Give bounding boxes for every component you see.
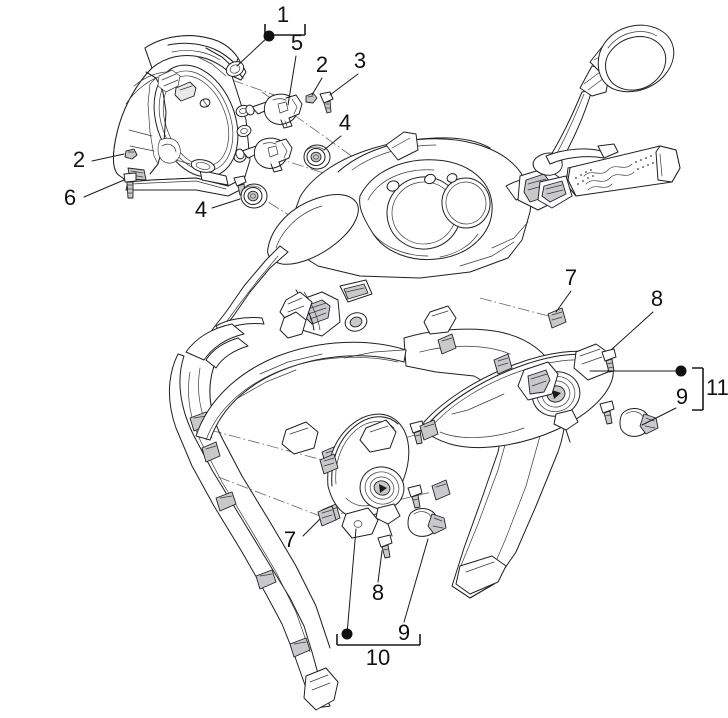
body-linkage bbox=[237, 289, 457, 501]
part-5-bulb-upper bbox=[245, 93, 303, 129]
part-8-screw-left-mid bbox=[407, 484, 423, 509]
headlight-housing bbox=[112, 35, 252, 197]
callout-1: 1 bbox=[277, 2, 289, 27]
leader-lines bbox=[83, 35, 682, 635]
left-turn-indicator bbox=[317, 413, 447, 559]
part-7-clip-left-upper bbox=[319, 453, 339, 475]
part-9-bulb-left bbox=[407, 508, 447, 537]
callout-9b: 9 bbox=[398, 620, 410, 645]
callout-2b: 2 bbox=[73, 147, 85, 172]
left-shield-strip bbox=[168, 323, 339, 711]
part-3-screw bbox=[319, 91, 334, 114]
group-brackets bbox=[263, 24, 704, 646]
callout-4b: 4 bbox=[195, 197, 207, 222]
part-8-screw-right-lower bbox=[599, 400, 615, 425]
part-8-screw-left-lower bbox=[377, 534, 393, 559]
group-node-dot-10 bbox=[341, 628, 353, 640]
handlebar-right bbox=[532, 24, 681, 209]
right-turn-indicator bbox=[423, 307, 659, 449]
part-4-grommet-upper bbox=[303, 144, 331, 170]
callout-labels: 1 5 2 3 4 4 2 6 7 8 11 9 7 8 9 10 bbox=[64, 2, 728, 670]
group-node-dot-11 bbox=[675, 365, 687, 377]
part-8-screw-right bbox=[601, 348, 617, 373]
part-7-clip-right-2 bbox=[493, 353, 513, 375]
part-2-nut-right bbox=[305, 92, 318, 104]
part-5-bulb-lower bbox=[235, 137, 293, 173]
callout-8a: 8 bbox=[651, 286, 663, 311]
part-6-screw-left bbox=[123, 172, 137, 199]
callout-7a: 7 bbox=[565, 265, 577, 290]
callout-4a: 4 bbox=[339, 110, 351, 135]
group-node-dot-1 bbox=[263, 30, 275, 42]
callout-3: 3 bbox=[354, 48, 366, 73]
callout-10: 10 bbox=[366, 645, 390, 670]
callout-11: 11 bbox=[706, 375, 728, 400]
part-2-nut-left bbox=[124, 148, 138, 160]
fastener-cluster-headlight bbox=[123, 91, 334, 209]
part-7-clip-left-lower bbox=[317, 505, 337, 527]
callout-8b: 8 bbox=[372, 580, 384, 605]
callout-6: 6 bbox=[64, 185, 76, 210]
part-4-grommet-lower bbox=[240, 183, 268, 209]
part-9-bulb-right bbox=[619, 408, 659, 437]
callout-7b: 7 bbox=[284, 527, 296, 552]
callout-2a: 2 bbox=[316, 52, 328, 77]
callout-9a: 9 bbox=[676, 384, 688, 409]
callout-5: 5 bbox=[291, 30, 303, 55]
handlebar-cover-assembly bbox=[211, 131, 561, 337]
